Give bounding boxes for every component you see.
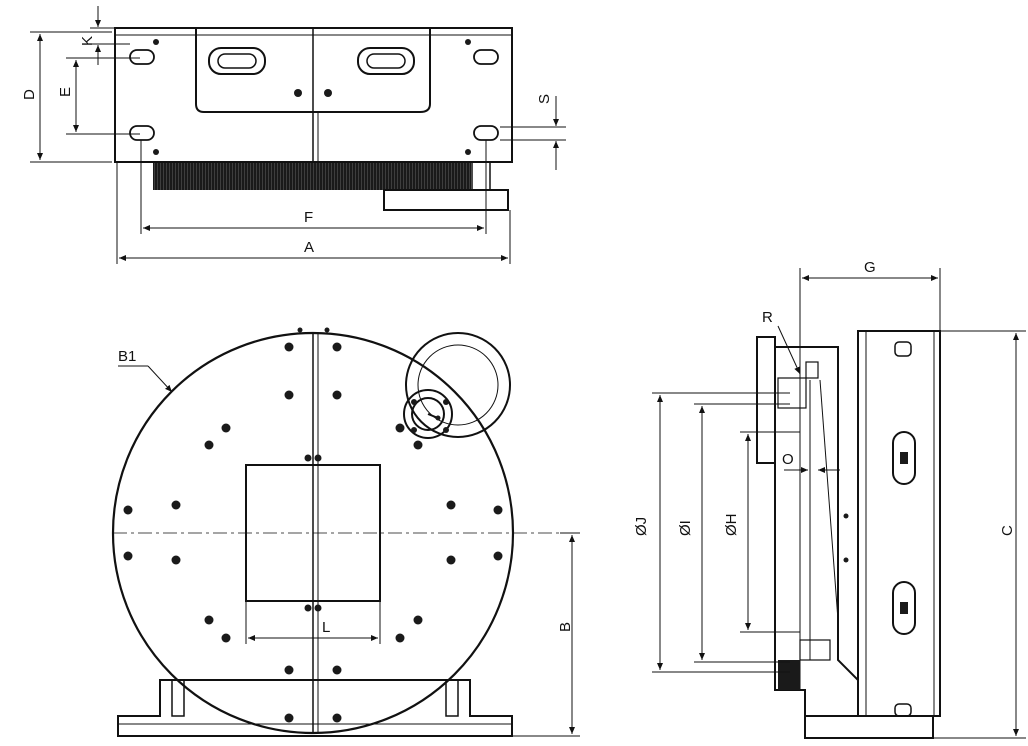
table-holes (123, 327, 503, 723)
slot-right (357, 47, 415, 75)
dim-label-B: B (557, 622, 574, 632)
dim-label-A: A (304, 239, 314, 256)
dim-label-K: K (79, 36, 96, 46)
dim-label-O: O (782, 451, 794, 468)
top-view (114, 27, 513, 211)
drive-block (383, 189, 509, 211)
side-table-plate (756, 336, 776, 464)
dim-label-E: E (57, 87, 74, 97)
dim-label-G: G (864, 259, 876, 276)
slot-left (208, 47, 266, 75)
dim-label-S: S (536, 94, 553, 104)
dim-label-C: C (999, 525, 1016, 536)
clamp-knob (403, 389, 453, 439)
dim-label-I: ØI (677, 520, 694, 536)
top-view-bolts (153, 39, 471, 155)
motor-disk (405, 332, 511, 438)
dim-label-L: L (322, 619, 330, 636)
dim-label-H: ØH (723, 514, 740, 537)
gear-ring-teeth (153, 163, 471, 190)
side-view (756, 330, 941, 739)
dim-label-J: ØJ (633, 517, 650, 536)
top-view-dimensions (30, 6, 566, 264)
dim-label-R: R (762, 309, 773, 326)
front-view (111, 327, 580, 737)
side-housing (857, 330, 941, 717)
dim-label-B1: B1 (118, 348, 136, 365)
side-base (804, 715, 934, 739)
dim-label-F: F (304, 209, 313, 226)
side-view-dimensions (652, 268, 1026, 739)
front-view-dimensions (118, 365, 580, 737)
base-feet (117, 679, 513, 737)
dim-label-D: D (21, 89, 38, 100)
